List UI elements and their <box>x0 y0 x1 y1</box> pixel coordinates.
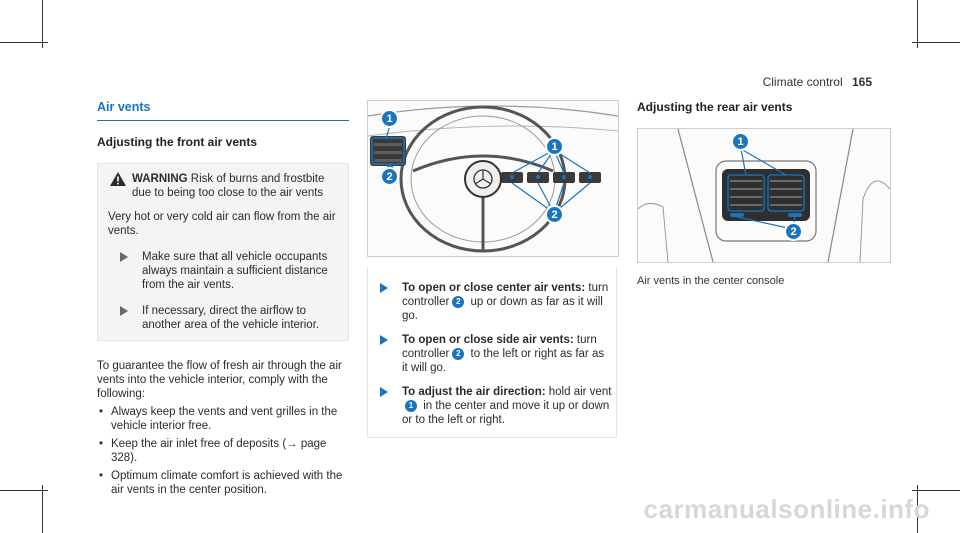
callout-2-rear-controller: 2 <box>784 222 803 241</box>
callout-1-center-vents: 1 <box>545 137 564 156</box>
crop-mark <box>42 485 43 533</box>
section-title: Air vents <box>97 100 349 121</box>
ref-number: 1 <box>405 400 417 412</box>
step-text-post: in the center and move it up or down or … <box>402 400 610 426</box>
crop-mark <box>42 0 43 48</box>
step-text-pre: turn controller <box>402 334 597 360</box>
callout-1-side-vent: 1 <box>380 109 399 128</box>
column-right: Adjusting the rear air vents <box>637 100 891 287</box>
page-number: 165 <box>851 75 872 89</box>
instruction-step: To adjust the air direction: hold air ve… <box>368 385 612 427</box>
step-arrow-icon <box>380 335 388 345</box>
step-text-pre: hold air vent <box>545 386 612 398</box>
step-text-pre: turn controller <box>402 282 609 308</box>
instruction-step: To open or close side air vents: turn co… <box>368 333 612 375</box>
warning-step: Make sure that all vehicle occupants alw… <box>108 250 340 292</box>
watermark: carmanualsonline.info <box>643 494 930 524</box>
crop-mark <box>917 0 918 48</box>
list-item: Keep the air inlet free of deposits (→ p… <box>97 437 349 465</box>
callout-1-rear-vents: 1 <box>731 132 750 151</box>
guarantee-text: To guarantee the flow of fresh air throu… <box>97 360 342 400</box>
step-text-post: to the left or right as far as it will g… <box>402 348 605 374</box>
step-arrow-icon <box>120 252 128 262</box>
requirements-list: Always keep the vents and vent grilles i… <box>97 405 349 497</box>
step-title: To adjust the air direction: <box>402 386 546 398</box>
step-title: To open or close center air vents: <box>402 282 586 294</box>
callout-2-side-controller: 2 <box>380 167 399 186</box>
console-illustration <box>638 129 890 262</box>
step-arrow-icon <box>380 283 388 293</box>
warning-step: If necessary, direct the airflow to anot… <box>108 304 340 332</box>
rear-vents-figure: 1 2 <box>637 128 891 263</box>
list-item: Always keep the vents and vent grilles i… <box>97 405 349 433</box>
crop-mark <box>0 490 48 491</box>
column-middle: 1 2 1 2 To open or close center air vent… <box>367 100 619 438</box>
ref-number: 2 <box>452 296 465 308</box>
step-arrow-icon <box>380 387 388 397</box>
warning-box: WARNING Risk of burns and frostbite due … <box>97 163 349 341</box>
front-steps-box: To open or close center air vents: turn … <box>367 267 617 438</box>
instruction-step: To open or close center air vents: turn … <box>368 281 612 323</box>
callout-2-center-controller: 2 <box>545 205 564 224</box>
column-left: Air vents Adjusting the front air vents … <box>97 100 349 501</box>
crop-mark <box>912 490 960 491</box>
front-vents-figure: 1 2 1 2 <box>367 100 619 257</box>
front-vents-heading: Adjusting the front air vents <box>97 135 258 149</box>
rear-figure-caption: Air vents in the center console <box>637 275 785 287</box>
front-steps: To open or close center air vents: turn … <box>368 281 612 427</box>
warning-step-text: If necessary, direct the airflow to anot… <box>142 305 320 331</box>
dashboard-illustration <box>368 101 618 256</box>
warning-body: Very hot or very cold air can flow from … <box>108 211 336 237</box>
page-header: Climate control 165 <box>763 75 872 89</box>
ref-number: 2 <box>452 348 465 360</box>
crop-mark <box>912 42 960 43</box>
crop-mark <box>0 42 48 43</box>
header-section: Climate control <box>762 75 843 89</box>
warning-title: Risk of burns and frostbite due to being… <box>132 173 325 199</box>
warning-icon <box>110 172 126 186</box>
list-item: Optimum climate comfort is achieved with… <box>97 469 349 497</box>
step-text-post: up or down as far as it will go. <box>402 296 603 322</box>
step-title: To open or close side air vents: <box>402 334 574 346</box>
rear-vents-heading: Adjusting the rear air vents <box>637 100 793 114</box>
warning-label: WARNING <box>132 173 188 185</box>
crop-mark <box>917 485 918 533</box>
warning-step-text: Make sure that all vehicle occupants alw… <box>142 251 328 291</box>
step-arrow-icon <box>120 306 128 316</box>
